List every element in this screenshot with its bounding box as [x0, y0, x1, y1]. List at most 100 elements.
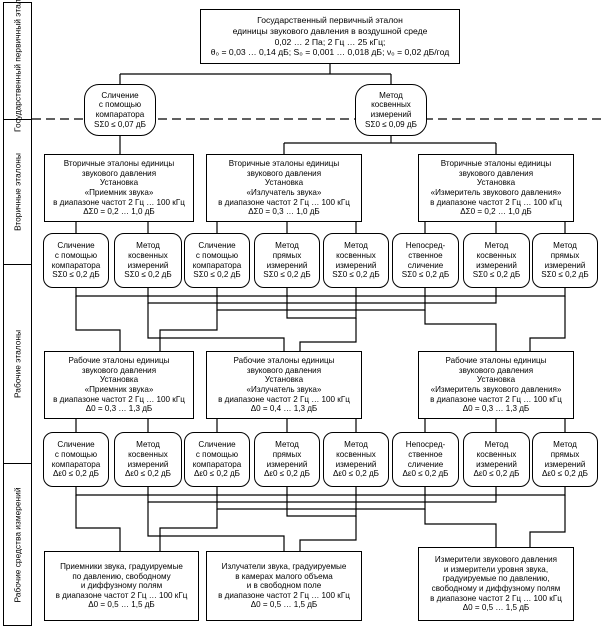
standard-line: «Излучатель звука» — [246, 188, 322, 197]
connector — [286, 288, 357, 319]
primary-standard-line: единицы звукового давления в воздушной с… — [232, 25, 428, 36]
secondary-standard-meter: Вторичные эталоны единицы звукового давл… — [418, 154, 574, 222]
instrument-line: и диффузному полям — [80, 581, 163, 591]
connector — [159, 509, 218, 551]
working-standard-emitter: Рабочие эталоны единицы звукового давлен… — [206, 351, 362, 419]
method-line: Сличение — [198, 440, 236, 450]
secondary-standard-receiver: Вторичные эталоны единицы звукового давл… — [44, 154, 194, 222]
method-line: с помощью — [195, 250, 239, 260]
standard-line: звукового давления — [246, 168, 322, 178]
method-line: компаратора — [51, 459, 101, 469]
method-line: измерений — [335, 459, 377, 469]
secondary-method-indirect: Метод косвенных измерений SΣ0 ≤ 0,2 дБ — [114, 233, 182, 288]
instrument-emitters: Излучатели звука, градуируемые в камерах… — [206, 551, 362, 621]
instrument-line: в камерах малого объема — [235, 571, 333, 581]
band-instruments: Рабочие средства измерений — [3, 463, 32, 626]
standard-line: Установка — [264, 178, 304, 188]
method-line: измерений — [544, 459, 586, 469]
method-line: измерений — [335, 260, 377, 270]
primary-standard-line: θ₀ = 0,03 … 0,14 дБ; S₀ = 0,001 … 0,018 … — [210, 47, 450, 58]
method-line: Непосред- — [405, 241, 446, 251]
standard-line: в диапазоне частот 2 Гц … 100 кГц — [218, 394, 350, 404]
method-line: Непосред- — [405, 440, 446, 450]
connector — [216, 487, 426, 510]
method-line: SΣ0 ≤ 0,09 дБ — [365, 119, 417, 129]
method-line: с помощью — [98, 100, 142, 110]
connector — [147, 502, 285, 551]
method-line: SΣ0 ≤ 0,2 дБ — [332, 270, 380, 280]
standard-line: Рабочие эталоны единицы — [68, 356, 170, 366]
standard-line: ΔΣ0 = 0,3 … 1,0 дБ — [248, 207, 320, 217]
method-line: Δε0 ≤ 0,2 дБ — [333, 469, 379, 479]
method-line: сличение — [407, 260, 444, 270]
method-line: Метод — [484, 241, 509, 251]
working-method-direct-comparison: Непосред- ственное сличение Δε0 ≤ 0,2 дБ — [392, 432, 459, 487]
standard-line: Δ0 = 0,4 … 1,3 дБ — [250, 404, 318, 414]
method-line: Сличение — [57, 440, 95, 450]
method-line: косвенных — [476, 449, 517, 459]
standard-line: Вторичные эталоны единицы — [440, 159, 552, 169]
standard-line: ΔΣ0 = 0,2 … 1,0 дБ — [83, 207, 155, 217]
working-standard-meter: Рабочие эталоны единицы звукового давлен… — [418, 351, 574, 419]
secondary-method-comparator: Сличение с помощью компаратора SΣ0 ≤ 0,2… — [43, 233, 109, 288]
connector — [75, 288, 566, 297]
method-line: Δε0 ≤ 0,2 дБ — [473, 469, 520, 479]
method-line: прямых — [272, 250, 302, 260]
standard-line: звукового давления — [458, 168, 534, 178]
method-line: прямых — [550, 449, 580, 459]
connector — [286, 487, 357, 517]
connector — [75, 296, 121, 351]
band-working-label: Рабочие эталоны — [12, 329, 22, 399]
method-line: Метод — [136, 241, 160, 251]
connector — [424, 310, 497, 351]
instrument-line: в диапазоне частот 2 Гц … 100 кГц — [430, 593, 562, 603]
instrument-meters: Измерители звукового давления и измерите… — [418, 547, 574, 621]
instrument-line: в диапазоне частот 2 Гц … 100 кГц — [55, 590, 188, 600]
standard-line: Установка — [264, 375, 304, 385]
secondary-method-direct: Метод прямых измерений SΣ0 ≤ 0,2 дБ — [254, 233, 320, 288]
standard-line: звукового давления — [458, 365, 534, 375]
standard-line: «Измеритель звукового давления» — [430, 188, 562, 197]
band-secondary-label: Вторичные эталоны — [12, 153, 22, 231]
method-line: косвенных — [371, 100, 411, 110]
standard-line: ΔΣ0 = 0,2 … 1,0 дБ — [460, 207, 532, 217]
method-line: ственное — [408, 449, 443, 459]
instrument-line: по давлению, свободному — [72, 571, 171, 581]
standard-line: Δ0 = 0,3 … 1,3 дБ — [462, 404, 530, 414]
method-line: Δε0 ≤ 0,2 дБ — [125, 469, 171, 479]
standard-line: Установка — [476, 375, 516, 385]
secondary-method-indirect: Метод косвенных измерений SΣ0 ≤ 0,2 дБ — [323, 233, 389, 288]
method-line: SΣ0 ≤ 0,2 дБ — [472, 270, 521, 280]
method-line: косвенных — [128, 449, 168, 459]
method-line: компаратора — [192, 260, 242, 270]
method-line: косвенных — [476, 250, 517, 260]
method-line: измерений — [266, 459, 308, 469]
secondary-method-direct: Метод прямых измерений SΣ0 ≤ 0,2 дБ — [532, 233, 598, 288]
connector — [75, 495, 121, 551]
instrument-line: Измерители звукового давления — [434, 555, 558, 565]
standard-line: «Приемник звука» — [84, 385, 154, 394]
standard-line: звукового давления — [81, 365, 157, 375]
method-line: измерений — [127, 459, 169, 469]
standard-line: в диапазоне частот 2 Гц … 100 кГц — [53, 394, 185, 404]
method-line: измерений — [544, 260, 586, 270]
standard-line: в диапазоне частот 2 Гц … 100 кГц — [218, 197, 350, 207]
secondary-method-indirect: Метод косвенных измерений SΣ0 ≤ 0,2 дБ — [463, 233, 530, 288]
method-line: Метод — [275, 440, 299, 450]
primary-standard-line: 0,02 … 2 Па; 2 Гц … 25 кГц; — [274, 36, 386, 47]
method-line: компаратора — [51, 260, 101, 270]
method-line: Δε0 ≤ 0,2 дБ — [53, 469, 99, 479]
band-working: Рабочие эталоны — [3, 264, 32, 464]
working-method-direct: Метод прямых измерений Δε0 ≤ 0,2 дБ — [254, 432, 320, 487]
method-line: ственное — [408, 250, 443, 260]
standard-line: Установка — [476, 178, 516, 188]
instrument-line: и в свободном поле — [246, 581, 322, 591]
method-line: Метод — [344, 440, 368, 450]
connector — [147, 303, 285, 351]
primary-standard-box: Государственный первичный эталон единицы… — [200, 9, 460, 64]
method-line: Δε0 ≤ 0,2 дБ — [264, 469, 310, 479]
instrument-line: в диапазоне частот 2 Гц … 100 кГц — [218, 590, 350, 600]
standard-line: «Излучатель звука» — [246, 385, 322, 394]
instrument-line: свободному и диффузному полям — [431, 584, 561, 593]
